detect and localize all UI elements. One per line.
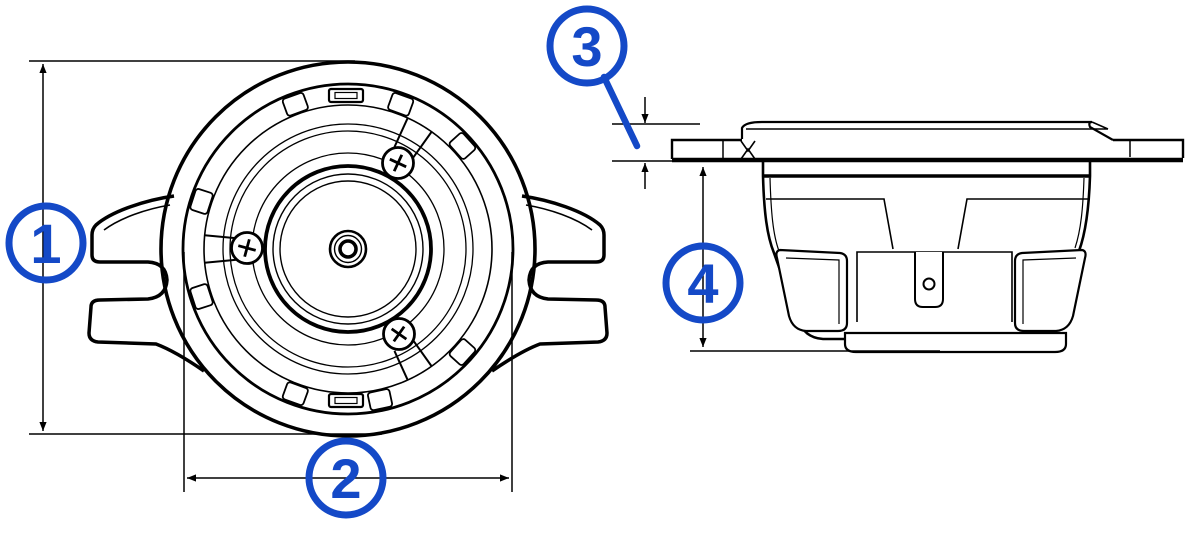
phillips-cross-icon xyxy=(390,325,408,343)
grille-dome-top xyxy=(746,121,1109,130)
phillips-cross-icon xyxy=(237,238,257,258)
flange-tab-right xyxy=(1113,138,1185,158)
screw-post-line xyxy=(393,117,409,148)
shoulder-step-left xyxy=(766,198,894,250)
grille-dome xyxy=(740,120,1114,141)
dust-cap-center xyxy=(338,239,358,259)
screw-post-line xyxy=(412,131,433,159)
screw-post-line xyxy=(204,258,237,264)
screw-post-line xyxy=(393,350,409,381)
lock-tab xyxy=(189,283,214,310)
dust-cap-mid xyxy=(333,234,363,264)
callout-1-label: 1 xyxy=(30,212,61,275)
dimension-2 xyxy=(183,252,513,492)
callout-4-badge xyxy=(662,242,744,324)
basket-ring-outer xyxy=(222,123,474,375)
basket-profile-left xyxy=(761,161,850,341)
retainer-clip-top xyxy=(327,87,365,104)
outer-bezel-ring xyxy=(159,60,537,438)
phillips-cross-icon xyxy=(389,154,407,172)
spring-lug-left xyxy=(775,248,849,333)
cone-edge-ring xyxy=(263,164,433,334)
spring-lug-right-inner xyxy=(1022,257,1077,324)
cutout-ring xyxy=(181,82,515,416)
basket-ring-inner xyxy=(229,130,467,368)
lock-tab xyxy=(281,92,309,117)
lock-tab xyxy=(281,381,309,406)
lock-tabs xyxy=(189,92,477,412)
spring-lug-right xyxy=(1013,248,1087,333)
lock-tab xyxy=(387,92,415,117)
shoulder-step-right xyxy=(957,198,1088,250)
callout-4-label: 4 xyxy=(687,252,718,315)
surround-ring xyxy=(251,152,445,346)
callout-2-label: 2 xyxy=(330,447,361,510)
screw-posts xyxy=(204,117,433,381)
lock-tab xyxy=(448,132,477,160)
callout-2: 2 xyxy=(305,437,387,519)
callout-1: 1 xyxy=(5,202,87,284)
spring-lug-left-inner xyxy=(785,257,840,324)
cone-ring-2 xyxy=(279,180,417,318)
callout-2-badge xyxy=(305,437,387,519)
phillips-screw-bottom-right xyxy=(382,317,416,351)
leader-line xyxy=(600,73,641,150)
flange-tab-left xyxy=(670,138,742,159)
retainer-clip-bottom xyxy=(327,392,365,409)
basket-profile-left-inner xyxy=(769,177,780,252)
magnet-boot xyxy=(843,331,1068,354)
clip-outline xyxy=(327,87,365,104)
side-view xyxy=(670,120,1185,354)
cone-ring-1 xyxy=(272,173,424,325)
mounting-ear-right xyxy=(491,194,609,373)
callout-3-badge xyxy=(546,5,628,87)
callout-3-label: 3 xyxy=(571,15,602,78)
phillips-screw-left xyxy=(230,231,264,265)
callout-3: 3 xyxy=(546,5,628,87)
clip-outline xyxy=(327,392,365,409)
clip-slot xyxy=(334,396,358,405)
callout-4: 4 xyxy=(662,242,744,324)
wire-tab-hole xyxy=(922,277,936,291)
basket-profile-right-inner xyxy=(1074,177,1085,249)
mounting-ear-right-inner-line xyxy=(525,204,593,231)
screw-post-line xyxy=(412,339,433,367)
clip-slot xyxy=(334,91,358,100)
flange-notch-mark xyxy=(740,140,756,160)
screw-post-line xyxy=(204,234,237,240)
lock-tab xyxy=(367,388,393,412)
lock-tab xyxy=(189,188,214,215)
dimension-3 xyxy=(600,73,700,189)
dimension-1 xyxy=(29,60,382,435)
callout-1-badge xyxy=(5,202,87,284)
mounting-ear-left-inner-line xyxy=(103,204,171,231)
front-view xyxy=(87,60,609,438)
phillips-screw-top-right xyxy=(381,146,415,180)
lock-tab xyxy=(448,338,477,366)
mounting-ear-left xyxy=(87,194,205,373)
dust-cap-outer xyxy=(328,229,368,269)
